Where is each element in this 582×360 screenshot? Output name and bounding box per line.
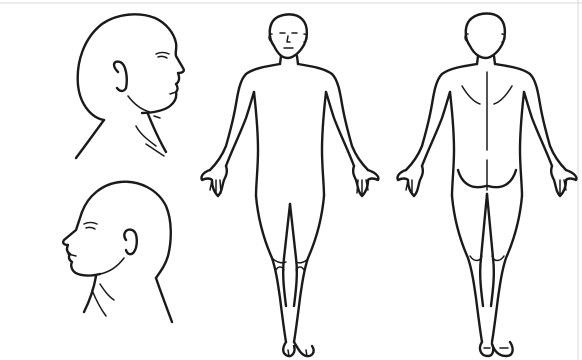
head-profile-right [76, 14, 184, 158]
body-back [397, 14, 576, 357]
head-profile-left [63, 182, 172, 322]
body-front [201, 14, 378, 356]
